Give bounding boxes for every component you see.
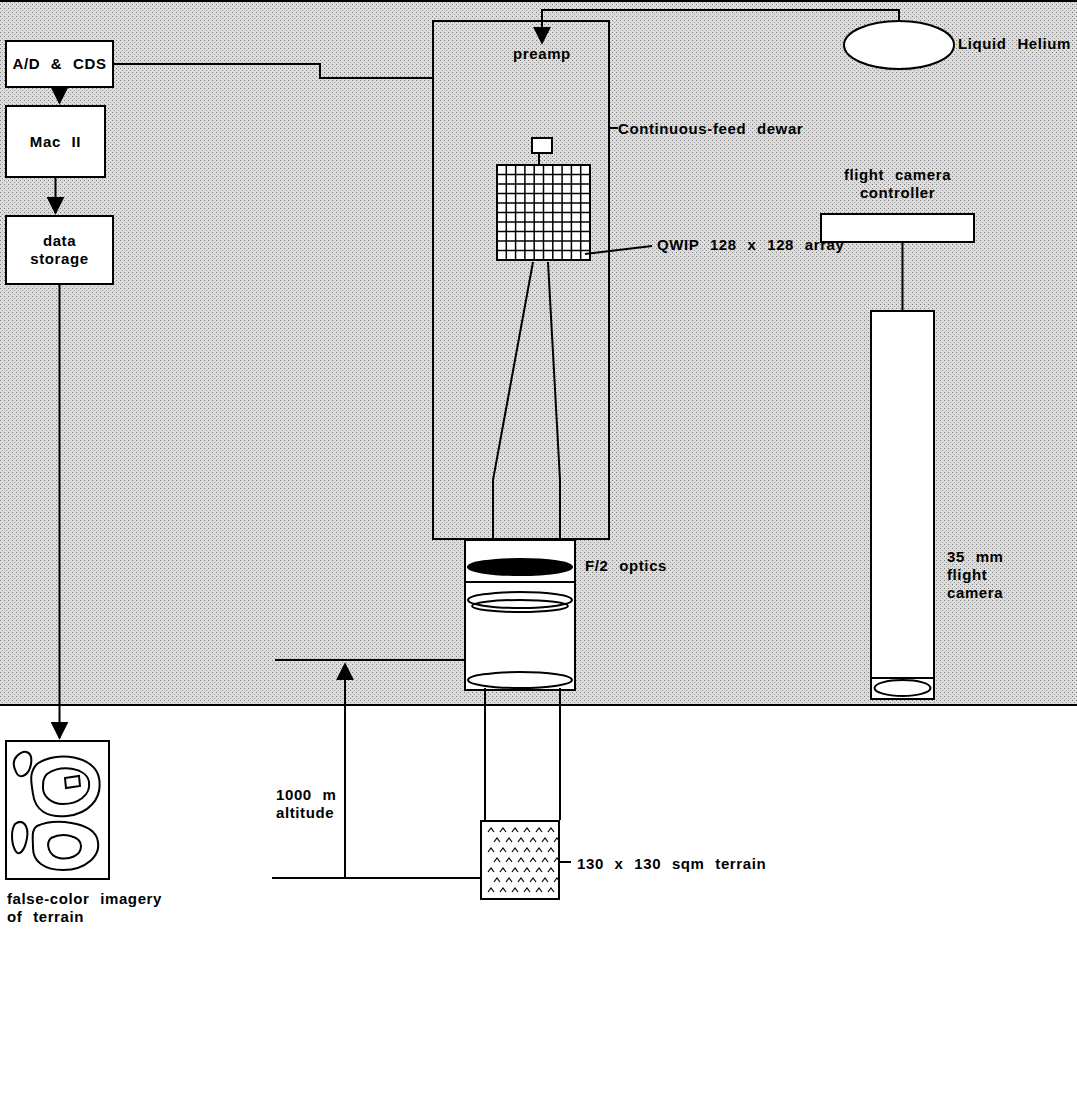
- node-label: data storage: [7, 232, 112, 268]
- connector: [902, 243, 904, 310]
- qwip-array: [497, 165, 590, 260]
- connector: [114, 64, 432, 78]
- camera-lens: [872, 674, 933, 698]
- altitude-dimension: [272, 660, 480, 878]
- node-label: flight camera controller: [820, 166, 975, 202]
- dewar-housing: preampContinuous-feed dewar: [432, 20, 610, 540]
- node-label: 35 mm flight camera: [947, 548, 1025, 602]
- optics-tube: [465, 540, 575, 690]
- node-label: 130 x 130 sqm terrain: [577, 855, 766, 873]
- terrain-image: false-color imagery of terrain: [5, 740, 110, 880]
- terrain-patch: 130 x 130 sqm terrain: [480, 820, 560, 900]
- connector: [59, 88, 61, 103]
- contour-map: [7, 742, 108, 878]
- terrain-texture: [482, 822, 558, 898]
- node-label: A/D & CDS: [8, 55, 110, 73]
- stippled-ground: [0, 0, 1077, 705]
- connector: [59, 285, 61, 738]
- flight-camera: 35 mm flight camera: [870, 310, 935, 700]
- helium-supply: Liquid Helium: [843, 20, 1071, 70]
- camera-controller: flight camera controller: [820, 166, 975, 243]
- preamp-block: preamp: [502, 45, 582, 154]
- beam-lines: [493, 262, 560, 560]
- helium-vessel: [843, 20, 957, 72]
- connector: [55, 178, 57, 213]
- part-label: 1000 m altitude: [276, 786, 342, 822]
- node-label: Continuous-feed dewar: [618, 120, 803, 138]
- preamp-chip: [531, 137, 553, 154]
- part-label: QWIP 128 x 128 array: [657, 236, 845, 254]
- leader-line: [585, 246, 652, 254]
- node-label: Mac II: [26, 133, 85, 151]
- process-box: data storage: [5, 215, 114, 285]
- node-label: Liquid Helium: [958, 35, 1071, 53]
- node-label: preamp: [502, 45, 582, 63]
- process-box: A/D & CDS: [5, 40, 114, 88]
- process-box: Mac II: [5, 105, 106, 178]
- node-label: false-color imagery of terrain: [7, 890, 182, 926]
- part-label: F/2 optics: [585, 557, 667, 575]
